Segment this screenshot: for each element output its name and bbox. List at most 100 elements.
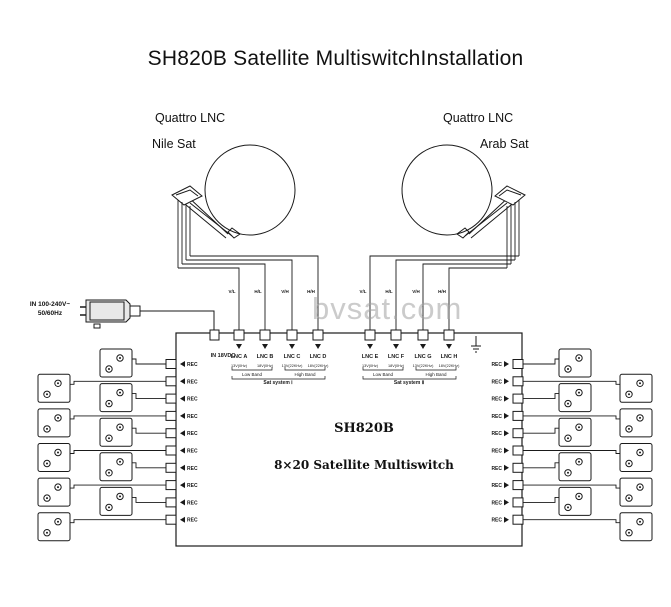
sat-socket-pin-left-5 <box>46 462 48 465</box>
output-right-label-0: REC <box>491 362 502 368</box>
lnc-right-spec-0: 13V(0Hz) <box>362 364 379 368</box>
sat-socket-pin-left-6 <box>108 471 110 474</box>
tv-socket-pin-right-2 <box>578 391 580 394</box>
outlet-frame-right-7 <box>619 477 653 507</box>
output-left-label-5: REC <box>187 449 198 455</box>
output-left-port-0 <box>165 359 177 369</box>
lnc-left-cable-label-0: V/L <box>228 289 235 294</box>
high-band-label-1: High Band <box>294 372 316 377</box>
wall-outlet-left-2 <box>99 383 133 413</box>
left-dish <box>171 144 296 239</box>
output-right-label-4: REC <box>491 431 502 437</box>
lnc-right-cable-label-3: H/H <box>438 289 446 294</box>
power-adapter <box>80 299 215 330</box>
wall-outlet-right-1 <box>619 373 653 403</box>
wall-outlet-right-6 <box>558 452 592 482</box>
low-band-bracket-2 <box>362 367 404 371</box>
outlet-frame-left-8 <box>99 486 133 516</box>
wall-outlet-left-3 <box>37 408 71 438</box>
switch-body <box>175 332 523 547</box>
wall-outlet-left-0 <box>99 348 133 378</box>
lnc-left-spec-3: 18V(22KHz) <box>308 364 329 368</box>
tv-socket-pin-left-5 <box>57 451 59 454</box>
outlet-frame-left-2 <box>99 383 133 413</box>
output-left-arrow-icon-6 <box>180 464 185 471</box>
lnc-right-arrow-icon-0 <box>367 344 373 349</box>
sat-socket-pin-left-4 <box>108 437 110 440</box>
tv-socket-pin-left-7 <box>57 486 59 489</box>
output-right-arrow-icon-6 <box>504 464 509 471</box>
output-left-label-1: REC <box>187 379 198 385</box>
wall-outlet-right-8 <box>558 486 592 516</box>
output-left-port-6 <box>165 462 177 473</box>
output-right-arrow-icon-5 <box>504 447 509 454</box>
output-left-arrow-icon-4 <box>180 430 185 437</box>
right-feed-cable-9 <box>523 519 620 524</box>
output-left-arrow-icon-2 <box>180 395 185 402</box>
lnc-right-spec-3: 18V(22KHz) <box>439 364 460 368</box>
lnc-left-name-0: LNC A <box>231 354 248 360</box>
lnc-right-port-3 <box>443 329 455 341</box>
sat-socket-pin-left-0 <box>108 368 110 370</box>
switch-description-label: 8×20 Satellite Multiswitch <box>274 458 454 472</box>
right-feed-cable-1 <box>523 380 620 385</box>
lnc-right-name-2: LNC G <box>414 354 431 360</box>
lnc-left-cable-2 <box>186 259 293 330</box>
sat-socket-pin-left-2 <box>108 402 110 405</box>
tv-socket-pin-left-6 <box>119 460 121 463</box>
sat-socket-pin-right-7 <box>628 497 630 500</box>
lnc-right-cable-1 <box>395 259 515 330</box>
left-feed-cable-9 <box>70 519 166 524</box>
left-feed-cable-1 <box>70 380 166 385</box>
watermark-text: bvsat.com <box>312 291 463 326</box>
output-right-arrow-icon-3 <box>504 412 509 419</box>
wall-outlet-left-7 <box>37 477 71 507</box>
output-left-arrow-icon-3 <box>180 412 185 419</box>
lnc-right-arrow-icon-3 <box>446 344 452 349</box>
outlet-frame-right-0 <box>558 348 592 378</box>
output-left-port-3 <box>165 410 177 421</box>
lnc-right-name-0: LNC E <box>362 354 379 360</box>
tv-socket-pin-left-0 <box>119 357 121 359</box>
lnc-left-spec-1: 18V(0Hz) <box>257 364 274 368</box>
output-left-label-3: REC <box>187 414 198 420</box>
output-right-port-1 <box>512 376 524 387</box>
wall-outlet-left-6 <box>99 452 133 482</box>
lnc-left-cable-label-2: V/H <box>281 289 289 294</box>
output-left-arrow-icon-0 <box>180 361 185 367</box>
lnc-left-arrow-icon-1 <box>262 344 268 349</box>
lnc-right-name-1: LNC F <box>388 354 405 360</box>
lnc-left-arrow-icon-2 <box>289 344 295 349</box>
left-feed-cable-7 <box>70 484 166 489</box>
output-right-port-7 <box>512 480 524 491</box>
lnc-left-cable-3 <box>190 255 319 330</box>
lnc-left-name-3: LNC D <box>310 354 327 360</box>
lnc-left-cable-label-1: H/L <box>254 289 262 294</box>
psu-frequency: 50/60Hz <box>37 310 63 317</box>
tv-socket-pin-right-4 <box>578 426 580 429</box>
right-feed-cable-6 <box>523 462 559 469</box>
output-left-arrow-icon-8 <box>180 499 185 506</box>
sat-socket-pin-right-8 <box>567 506 569 509</box>
sat-socket-pin-right-1 <box>628 393 630 396</box>
high-band-label-2: High Band <box>425 372 447 377</box>
right-feed-cable-5 <box>523 450 620 454</box>
lnc-right-port-0 <box>364 329 376 341</box>
sat-socket-pin-left-8 <box>108 506 110 509</box>
output-left-port-9 <box>165 514 177 525</box>
output-right-port-5 <box>512 445 524 456</box>
lnc-right-cable-2 <box>422 263 511 330</box>
tv-socket-pin-right-8 <box>578 495 580 498</box>
lnc-right-port-1 <box>390 329 402 341</box>
right-feed-cable-4 <box>523 427 559 434</box>
output-right-label-3: REC <box>491 414 502 420</box>
output-left-port-4 <box>165 428 177 439</box>
outlet-frame-left-7 <box>37 477 71 507</box>
lnc-right-spec-1: 18V(0Hz) <box>388 364 405 368</box>
output-left-arrow-icon-7 <box>180 482 185 489</box>
lnc-left-name-1: LNC B <box>257 354 274 360</box>
outlet-frame-left-6 <box>99 452 133 482</box>
tv-socket-pin-right-9 <box>639 520 641 523</box>
tv-socket-pin-right-3 <box>639 416 641 419</box>
